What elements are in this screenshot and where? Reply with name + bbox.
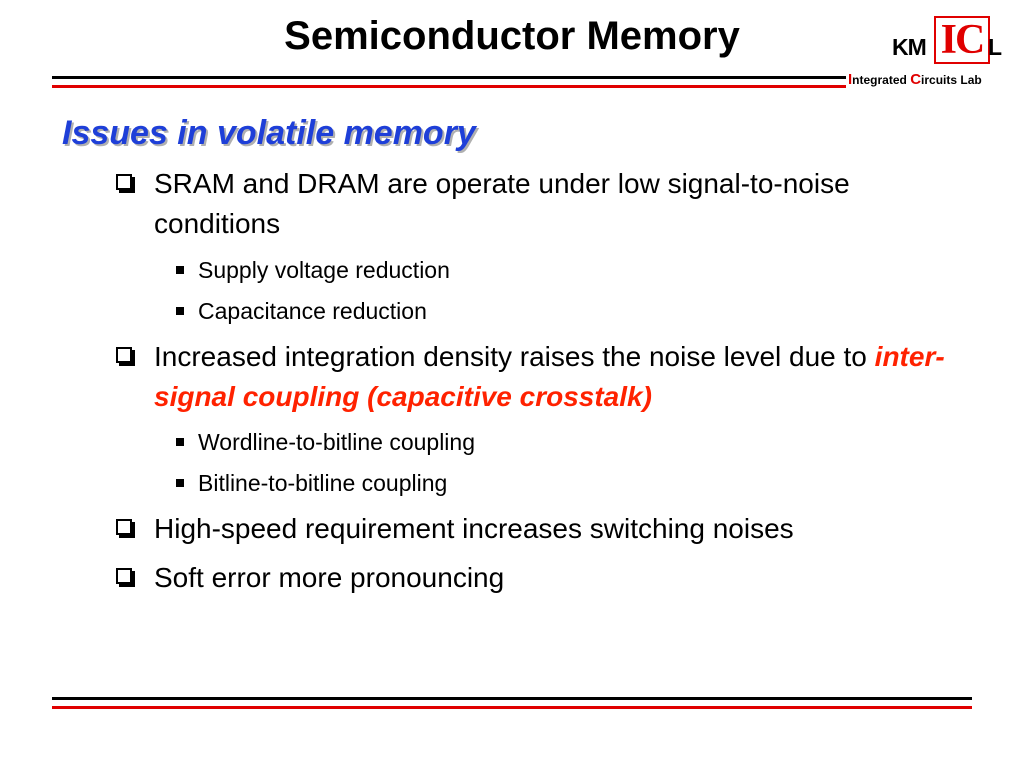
logo-subtitle-ntegrated: ntegrated	[852, 73, 911, 87]
square-bullet-icon	[176, 307, 184, 315]
bullet-text: High-speed requirement increases switchi…	[154, 513, 794, 544]
logo-ic-text: IC	[934, 16, 990, 64]
checkbox-bullet-icon	[116, 174, 132, 190]
logo-subtitle-c: C	[910, 71, 922, 88]
square-bullet-icon	[176, 479, 184, 487]
bullet-soft-error: Soft error more pronouncing	[116, 558, 956, 598]
logo-subtitle: Integrated Circuits Lab	[848, 72, 1010, 88]
checkbox-bullet-icon	[116, 568, 132, 584]
sub-bullet-text: Supply voltage reduction	[198, 257, 450, 283]
sub-bullet-text: Bitline-to-bitline coupling	[198, 470, 448, 496]
logo-mark: KM IC L	[892, 8, 1003, 64]
bullet-text: SRAM and DRAM are operate under low sign…	[154, 168, 850, 239]
bullet-signal-to-noise: SRAM and DRAM are operate under low sign…	[116, 164, 956, 244]
bullet-text: Increased integration density raises the…	[154, 337, 956, 417]
square-bullet-icon	[176, 438, 184, 446]
logo-km-text: KM	[892, 34, 927, 60]
bullet-text-plain: Increased integration density raises the…	[154, 341, 867, 372]
sub-bullet-text: Wordline-to-bitline coupling	[198, 429, 475, 455]
kmicl-logo: KM IC L Integrated Circuits Lab	[848, 2, 1010, 94]
section-heading: Issues in volatile memory	[62, 114, 476, 152]
bullet-text: Soft error more pronouncing	[154, 562, 505, 593]
logo-subtitle-ircuits: ircuits Lab	[921, 73, 982, 87]
sub-bullet-text: Capacitance reduction	[198, 298, 427, 324]
sub-bullet-capacitance: Capacitance reduction	[176, 295, 936, 327]
logo-subtitle-i: I	[848, 71, 853, 88]
bullet-integration-density: Increased integration density raises the…	[116, 337, 956, 417]
checkbox-bullet-icon	[116, 519, 132, 535]
checkbox-bullet-icon	[116, 347, 132, 363]
top-rule-red	[52, 85, 846, 88]
sub-bullet-bitline: Bitline-to-bitline coupling	[176, 467, 936, 499]
square-bullet-icon	[176, 266, 184, 274]
top-rule-black	[52, 76, 846, 79]
slide-title: Semiconductor Memory	[284, 14, 740, 58]
bottom-rule-black	[52, 697, 972, 700]
sub-bullet-wordline: Wordline-to-bitline coupling	[176, 426, 936, 458]
bottom-rule-red	[52, 706, 972, 709]
bullet-high-speed: High-speed requirement increases switchi…	[116, 509, 956, 549]
bullet-text-accent: inter-signal coupling (capacitive crosst…	[154, 341, 945, 412]
sub-bullet-supply-voltage: Supply voltage reduction	[176, 254, 936, 286]
logo-l-text: L	[988, 34, 1003, 60]
